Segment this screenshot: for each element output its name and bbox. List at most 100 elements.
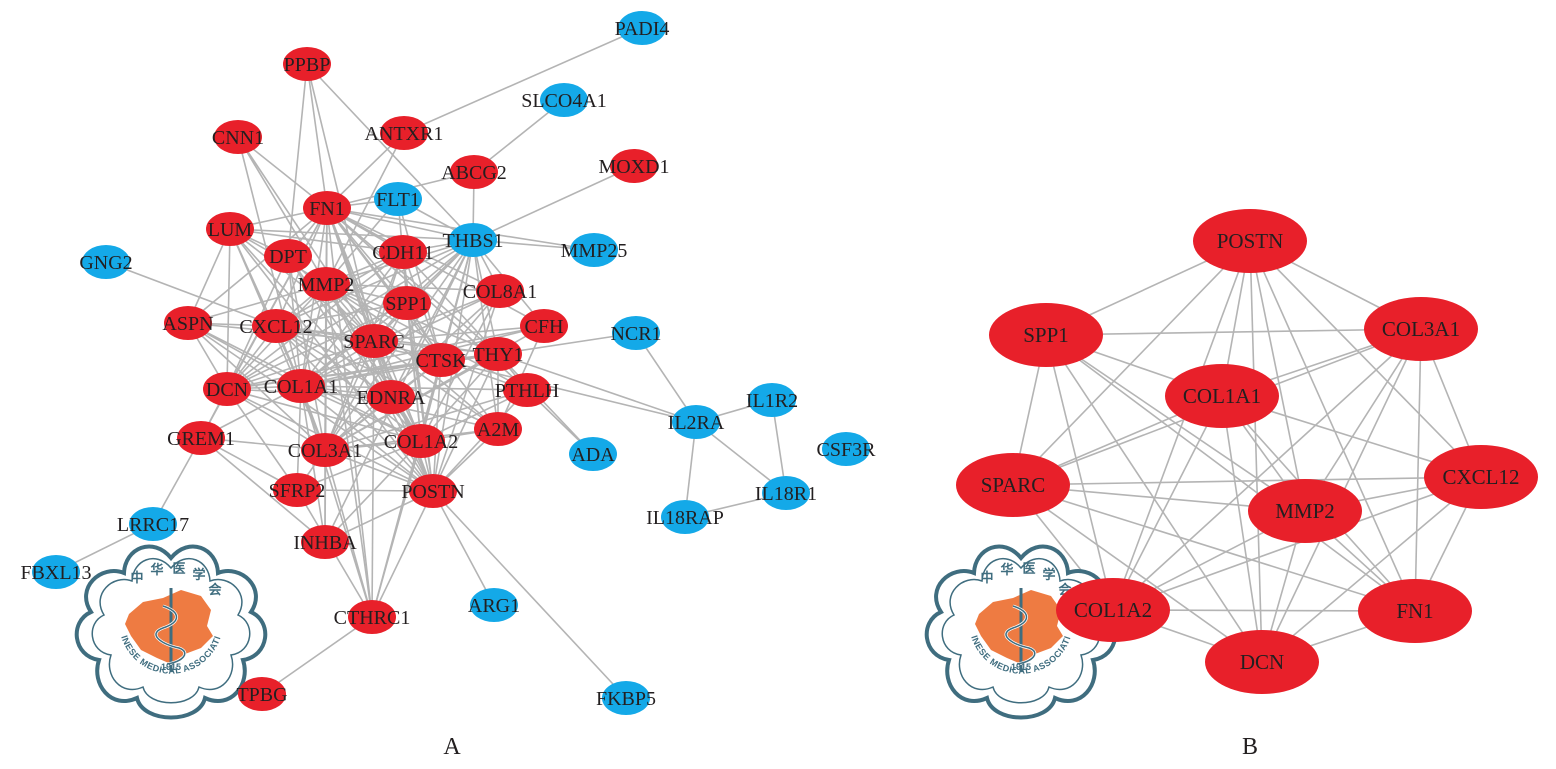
a-node-thbs1[interactable]: THBS1 xyxy=(442,223,504,257)
a-node-label-il18rap: IL18RAP xyxy=(646,507,724,529)
a-node-col8a1[interactable]: COL8A1 xyxy=(463,274,537,308)
a-node-il18r1[interactable]: IL18R1 xyxy=(755,476,817,510)
b-node-cxcl12[interactable]: CXCL12 xyxy=(1424,445,1538,509)
a-node-padi4[interactable]: PADI4 xyxy=(615,11,670,45)
a-node-pthlh[interactable]: PTHLH xyxy=(495,373,559,407)
b-node-fn1[interactable]: FN1 xyxy=(1358,579,1472,643)
a-node-label-csf3r: CSF3R xyxy=(817,439,877,461)
a-node-dpt[interactable]: DPT xyxy=(264,239,312,273)
a-node-spp1[interactable]: SPP1 xyxy=(383,286,431,320)
a-node-mmp2[interactable]: MMP2 xyxy=(298,267,355,301)
a-node-shape-slco4a1 xyxy=(540,83,588,117)
a-node-flt1[interactable]: FLT1 xyxy=(374,182,422,216)
a-node-shape-lum xyxy=(206,212,254,246)
b-edge-col1a1-col1a2 xyxy=(1112,395,1223,611)
a-node-shape-cxcl12 xyxy=(252,309,300,343)
b-edge-spp1-dcn xyxy=(1045,334,1263,663)
a-node-il2ra[interactable]: IL2RA xyxy=(668,405,725,439)
a-node-label-postn: POSTN xyxy=(401,481,464,503)
b-node-col3a1[interactable]: COL3A1 xyxy=(1364,297,1478,361)
a-node-label-pthlh: PTHLH xyxy=(495,380,559,402)
a-edge-thy1-col1a2 xyxy=(420,353,499,442)
a-node-label-ncr1: NCR1 xyxy=(610,323,661,345)
a-node-label-il1r2: IL1R2 xyxy=(746,390,798,412)
b-node-shape-col1a2 xyxy=(1056,578,1170,642)
a-node-shape-dcn xyxy=(203,372,251,406)
a-node-ppbp[interactable]: PPBP xyxy=(283,47,331,81)
a-node-sparc[interactable]: SPARC xyxy=(343,324,405,358)
a-node-label-dpt: DPT xyxy=(269,246,307,268)
a-node-shape-pthlh xyxy=(503,373,551,407)
a-node-shape-il18r1 xyxy=(762,476,810,510)
a-edge-thy1-col1a1 xyxy=(300,353,499,387)
b-node-postn[interactable]: POSTN xyxy=(1193,209,1307,273)
b-node-col1a2[interactable]: COL1A2 xyxy=(1056,578,1170,642)
b-node-sparc[interactable]: SPARC xyxy=(956,453,1070,517)
a-node-cthrc1[interactable]: CTHRC1 xyxy=(334,600,411,634)
a-node-shape-mmp25 xyxy=(570,233,618,267)
b-node-mmp2[interactable]: MMP2 xyxy=(1248,479,1362,543)
a-node-shape-aspn xyxy=(164,306,212,340)
b-node-col1a1[interactable]: COL1A1 xyxy=(1165,364,1279,428)
a-edge-fkbp5-postn xyxy=(432,490,627,699)
a-node-moxd1[interactable]: MOXD1 xyxy=(598,149,670,183)
a-node-postn[interactable]: POSTN xyxy=(401,474,465,508)
a-node-label-inhba: INHBA xyxy=(293,532,357,554)
a-node-shape-ednra xyxy=(367,380,415,414)
a-node-grem1[interactable]: GREM1 xyxy=(167,421,235,455)
b-edge-postn-col1a2 xyxy=(1112,240,1251,611)
a-node-antxr1[interactable]: ANTXR1 xyxy=(365,116,444,150)
a-node-dcn[interactable]: DCN xyxy=(203,372,251,406)
a-node-lum[interactable]: LUM xyxy=(206,212,254,246)
a-node-a2m[interactable]: A2M xyxy=(474,412,522,446)
a-node-ctsk[interactable]: CTSK xyxy=(415,343,467,377)
a-node-col1a1[interactable]: COL1A1 xyxy=(264,369,338,403)
a-node-il1r2[interactable]: IL1R2 xyxy=(746,383,798,417)
a-node-fbxl13[interactable]: FBXL13 xyxy=(20,555,92,589)
a-node-tpbg[interactable]: TPBG xyxy=(236,677,288,711)
a-node-csf3r[interactable]: CSF3R xyxy=(817,432,877,466)
a-node-cxcl12[interactable]: CXCL12 xyxy=(239,309,313,343)
a-node-ncr1[interactable]: NCR1 xyxy=(610,316,662,350)
a-node-sfrp2[interactable]: SFRP2 xyxy=(269,473,326,507)
a-node-label-col1a2: COL1A2 xyxy=(384,431,458,453)
a-edge-col8a1-postn xyxy=(432,290,501,492)
a-edge-ppbp-thbs1 xyxy=(306,63,474,241)
a-node-slco4a1[interactable]: SLCO4A1 xyxy=(521,83,607,117)
logo-b-cn-0: 中 xyxy=(980,570,993,586)
a-node-mmp25[interactable]: MMP25 xyxy=(561,233,628,267)
a-node-cnn1[interactable]: CNN1 xyxy=(212,120,264,154)
a-node-shape-tpbg xyxy=(238,677,286,711)
a-node-cfh[interactable]: CFH xyxy=(520,309,568,343)
b-edge-cxcl12-col1a2 xyxy=(1112,476,1482,611)
a-node-inhba[interactable]: INHBA xyxy=(293,525,357,559)
a-node-gng2[interactable]: GNG2 xyxy=(79,245,133,279)
a-edge-cxcl12-col1a2 xyxy=(275,325,422,442)
a-node-arg1[interactable]: ARG1 xyxy=(468,588,520,622)
a-node-cdh11[interactable]: CDH11 xyxy=(372,235,434,269)
b-node-dcn[interactable]: DCN xyxy=(1205,630,1319,694)
a-node-col1a2[interactable]: COL1A2 xyxy=(384,424,458,458)
a-edge-cthrc1-col3a1 xyxy=(324,449,373,618)
a-node-abcg2[interactable]: ABCG2 xyxy=(441,155,507,189)
b-node-spp1[interactable]: SPP1 xyxy=(989,303,1103,367)
a-node-shape-padi4 xyxy=(618,11,666,45)
a-node-ednra[interactable]: EDNRA xyxy=(357,380,426,414)
a-edge-fn1-thbs1 xyxy=(326,207,474,241)
b-node-shape-dcn xyxy=(1205,630,1319,694)
a-node-lrrc17[interactable]: LRRC17 xyxy=(117,507,189,541)
a-node-col3a1[interactable]: COL3A1 xyxy=(288,433,362,467)
a-node-label-cthrc1: CTHRC1 xyxy=(334,607,411,629)
panel-label-b: B xyxy=(1242,734,1258,760)
a-node-fn1[interactable]: FN1 xyxy=(303,191,351,225)
a-edge-moxd1-thbs1 xyxy=(472,165,635,241)
a-edge-thbs1-sparc xyxy=(373,239,474,342)
a-node-label-col3a1: COL3A1 xyxy=(288,440,362,462)
a-node-fkbp5[interactable]: FKBP5 xyxy=(596,681,656,715)
a-node-aspn[interactable]: ASPN xyxy=(162,306,214,340)
logo-a-cn-3: 学 xyxy=(192,567,205,583)
a-node-ada[interactable]: ADA xyxy=(569,437,617,471)
a-node-il18rap[interactable]: IL18RAP xyxy=(646,500,724,534)
a-node-thy1[interactable]: THY1 xyxy=(472,337,524,371)
